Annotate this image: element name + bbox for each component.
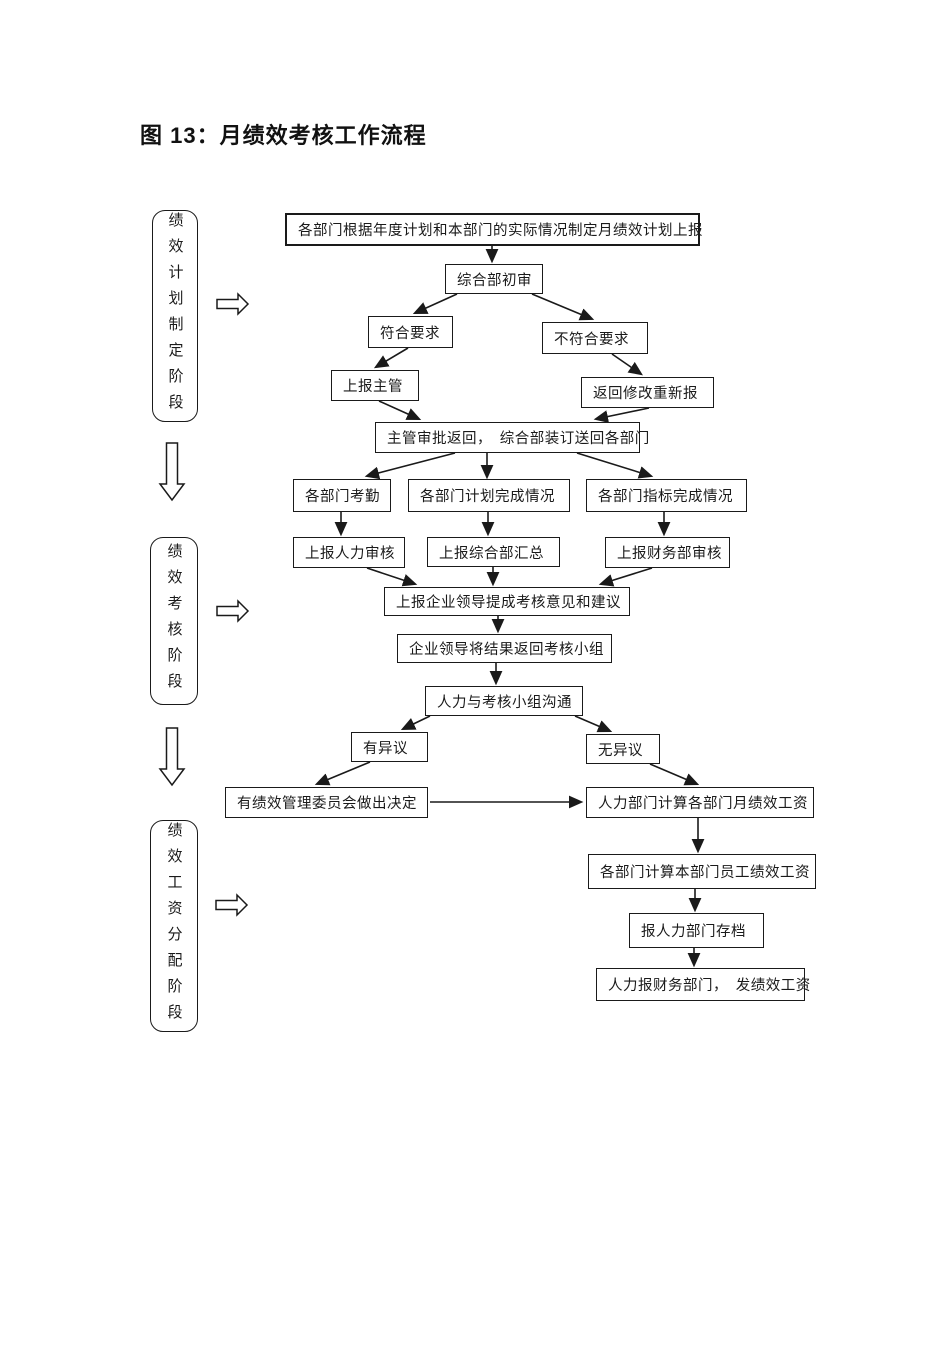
flow-node-approved-return: 主管审批返回， 综合部装订送回各部门 [375, 422, 649, 453]
flow-node-communicate: 人力与考核小组沟通 [425, 686, 583, 716]
flow-node-hr-archive: 报人力部门存档 [629, 913, 764, 948]
flow-node-pay-salary: 人力报财务部门， 发绩效工资 [596, 968, 810, 1001]
flow-node-meets-requirement: 符合要求 [368, 316, 453, 348]
figure-title: 图 13：月绩效考核工作流程 [140, 123, 427, 148]
flow-node-kpi-completion: 各部门指标完成情况 [586, 479, 747, 512]
stage-pointer-arrow-right-3 [215, 893, 249, 917]
flow-node-finance-review: 上报财务部审核 [605, 537, 730, 568]
flow-node-return-revise: 返回修改重新报 [581, 377, 714, 408]
stage-pointer-arrow-right-2 [216, 599, 250, 623]
flow-node-leader-return: 企业领导将结果返回考核小组 [397, 634, 612, 663]
stage-pointer-arrow-right-1 [216, 292, 250, 316]
flow-node-attendance: 各部门考勤 [293, 479, 391, 512]
stage-transition-arrow-down-2 [158, 727, 186, 787]
flow-node-hr-review: 上报人力审核 [293, 537, 405, 568]
flow-node-to-supervisor: 上报主管 [331, 370, 419, 401]
flow-node-general-summary: 上报综合部汇总 [427, 537, 560, 567]
flow-node-dept-calc-employee: 各部门计算本部门员工绩效工资 [588, 854, 816, 889]
flow-node-no-objection: 无异议 [586, 734, 660, 764]
stage-box-planning: 绩效计划制定阶段 [152, 210, 198, 422]
flow-node-leader-opinion: 上报企业领导提成考核意见和建议 [384, 587, 630, 616]
flow-node-hr-calc-monthly: 人力部门计算各部门月绩效工资 [586, 787, 814, 818]
flow-node-not-meets: 不符合要求 [542, 322, 648, 354]
stage-box-assessment: 绩效考核阶段 [150, 537, 198, 705]
flow-node-initial-review: 综合部初审 [445, 264, 543, 294]
stage-transition-arrow-down-1 [158, 442, 186, 502]
flow-node-plan-completion: 各部门计划完成情况 [408, 479, 570, 512]
stage-box-salary: 绩效工资分配阶段 [150, 820, 198, 1032]
flow-node-objection: 有异议 [351, 732, 428, 762]
flow-node-committee-decision: 有绩效管理委员会做出决定 [225, 787, 428, 818]
flow-node-plan-submit: 各部门根据年度计划和本部门的实际情况制定月绩效计划上报 [285, 213, 703, 246]
